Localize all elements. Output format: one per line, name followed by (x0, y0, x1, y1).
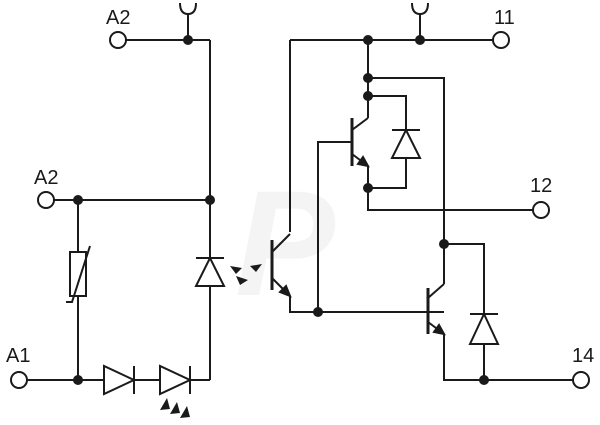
npn-transistor-icon (270, 233, 292, 298)
junction-dot-icon (439, 239, 449, 249)
junction-dot-icon (363, 35, 373, 45)
watermark-letter: P (235, 159, 336, 327)
supply-fork-icon (179, 2, 197, 40)
junction-dots (73, 35, 489, 385)
junction-dot-icon (73, 375, 83, 385)
wire-t2-diode (444, 243, 485, 380)
diode-icon (103, 364, 137, 396)
junction-dot-icon (73, 195, 83, 205)
label-a1: A1 (6, 345, 30, 367)
label-a2-mid: A2 (34, 167, 58, 189)
watermark-logo: P (235, 159, 336, 327)
junction-dot-icon (313, 307, 323, 317)
label-12: 12 (530, 175, 552, 197)
varistor-icon (66, 245, 91, 303)
diode-icon (468, 311, 500, 345)
terminal-11[interactable] (492, 31, 510, 49)
npn-transistor-icon (426, 244, 446, 336)
wire-t1-base (317, 141, 352, 312)
wire-t12 (367, 166, 533, 211)
terminal-a1[interactable] (10, 371, 28, 389)
junction-dot-icon (479, 375, 489, 385)
light-arrows-icon (250, 264, 262, 272)
terminal-12[interactable] (532, 201, 550, 219)
wire-photo-emitter (289, 296, 444, 313)
label-a2-top: A2 (106, 7, 130, 29)
junction-dot-icon (415, 35, 425, 45)
terminals (10, 31, 590, 389)
junction-dot-icon (363, 91, 373, 101)
input-circuit (27, 39, 211, 381)
junction-dot-icon (363, 183, 373, 193)
light-arrows-icon (230, 266, 248, 285)
junction-dot-icon (363, 73, 373, 83)
wire-t14 (443, 334, 573, 381)
zener-diode-icon (194, 255, 226, 287)
terminal-a2-top[interactable] (109, 31, 127, 49)
diode-icon (390, 127, 422, 159)
junction-dot-icon (183, 35, 193, 45)
wire-t2-collector-feed (368, 77, 445, 244)
terminal-a2-mid[interactable] (37, 191, 55, 209)
supply-fork-icon (411, 2, 429, 40)
npn-transistor-icon (350, 117, 370, 168)
light-arrows-icon (160, 398, 190, 418)
diode-icon (159, 364, 193, 396)
label-14: 14 (572, 345, 594, 367)
junction-dot-icon (205, 195, 215, 205)
label-11: 11 (494, 7, 515, 29)
terminal-14[interactable] (572, 371, 590, 389)
